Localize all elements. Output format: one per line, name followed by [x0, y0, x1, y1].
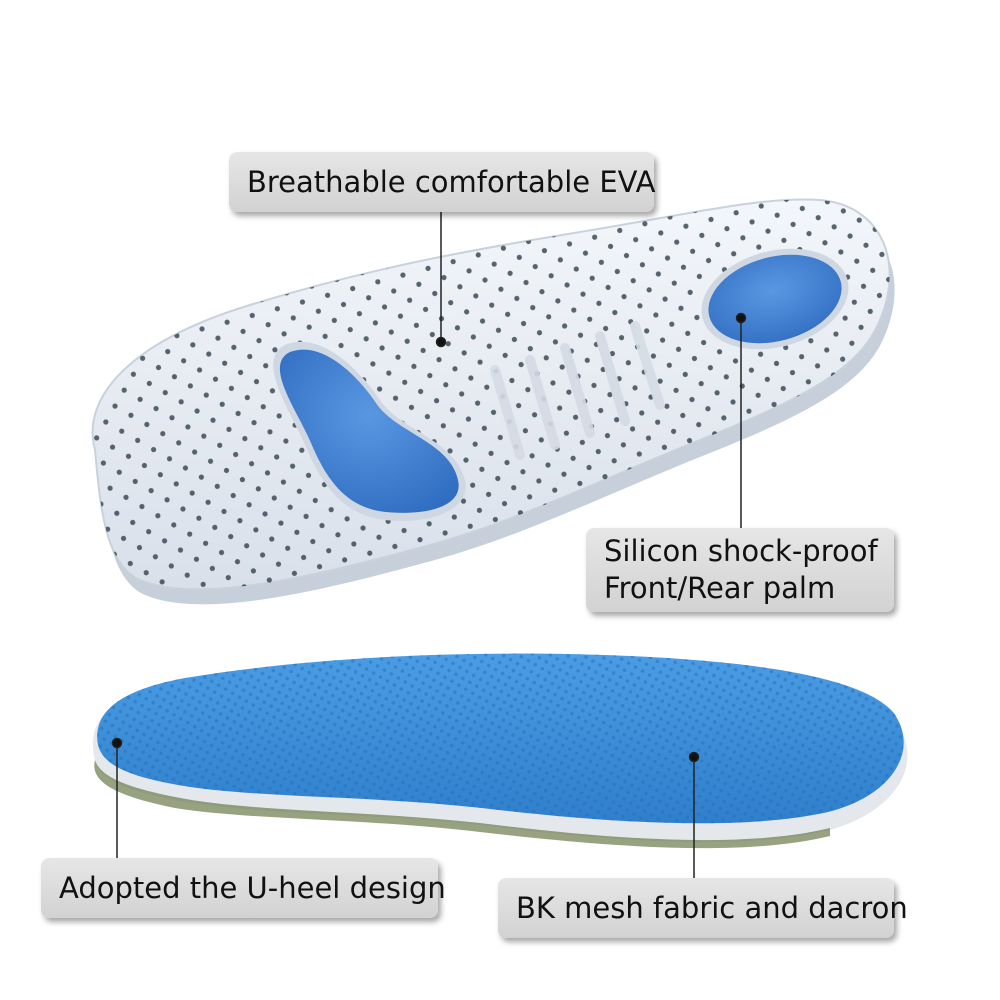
callout-label-mesh: BK mesh fabric and dacron [498, 878, 908, 938]
callout-text-eva: Breathable comfortable EVA [247, 165, 656, 199]
callout-text-mesh: BK mesh fabric and dacron [516, 891, 908, 925]
callout-dot-silicon [735, 312, 747, 324]
callout-text-uheel: Adopted the U-heel design [59, 871, 446, 905]
callout-label-uheel: Adopted the U-heel design [41, 858, 446, 918]
top-insole-eva [91, 198, 895, 605]
callout-dot-mesh [688, 751, 700, 763]
bottom-insole-mesh [92, 653, 908, 849]
callout-lines [111, 212, 747, 878]
callout-text-silicon-line2: Front/Rear palm [604, 571, 836, 605]
callout-dot-uheel [111, 737, 123, 749]
callout-dot-eva [435, 336, 447, 348]
callout-text-silicon-line1: Silicon shock-proof [604, 534, 878, 568]
callout-label-eva: Breathable comfortable EVA [229, 152, 656, 212]
callout-label-silicon: Silicon shock-proof Front/Rear palm [586, 528, 894, 612]
